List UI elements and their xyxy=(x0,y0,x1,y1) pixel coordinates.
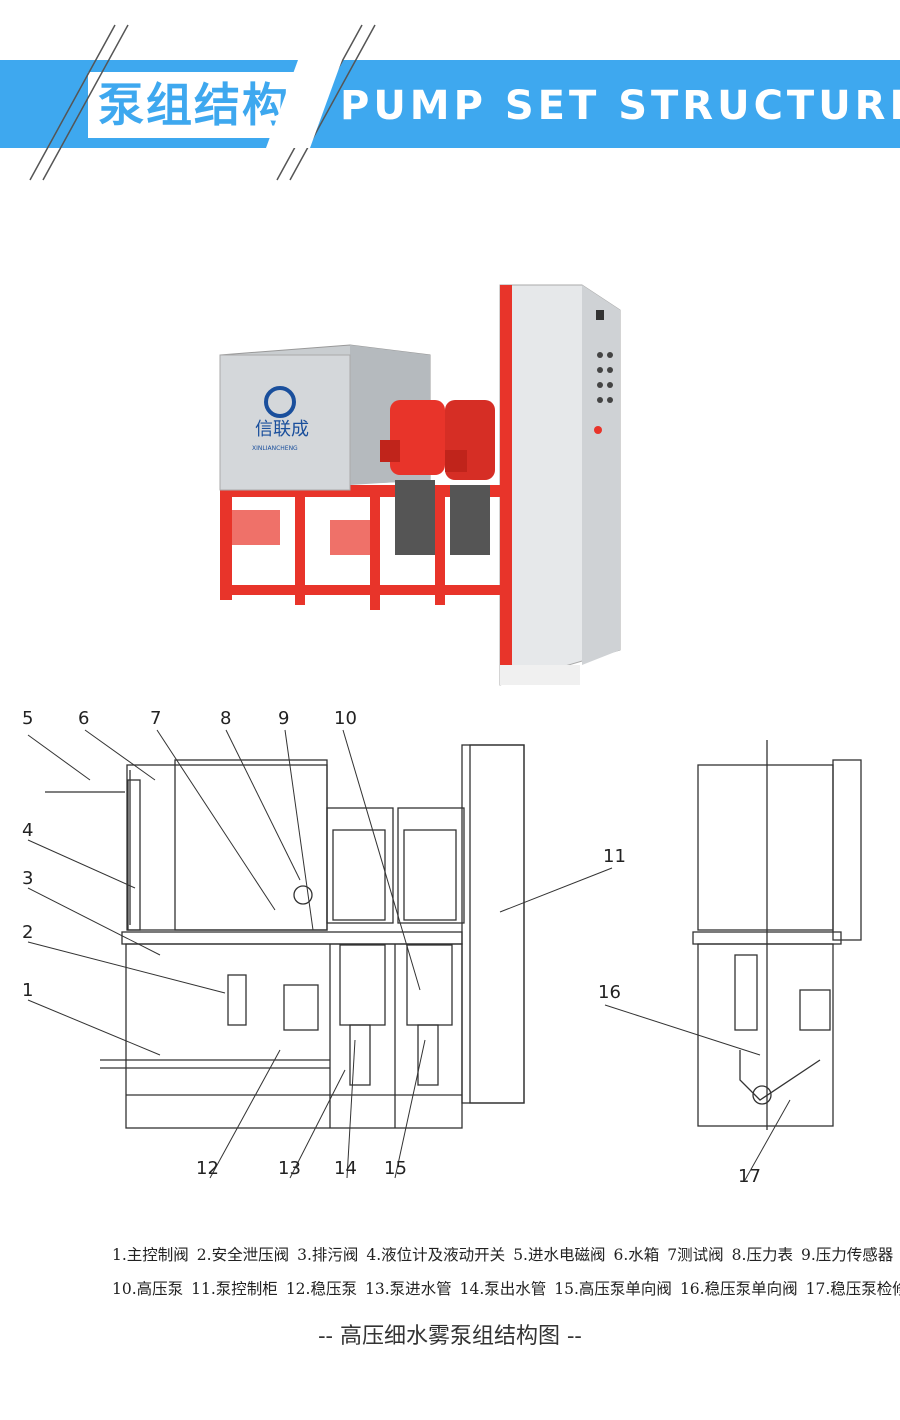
callout-9: 9 xyxy=(278,708,289,729)
parts-legend: 1.主控制阀 2.安全泄压阀 3.排污阀 4.液位计及液动开关 5.进水电磁阀 6.水箱 7… xyxy=(112,1238,900,1306)
header-title-cn: 泵组结构 xyxy=(88,72,300,138)
callout-1: 1 xyxy=(22,980,33,1001)
legend-item: 6.水箱 xyxy=(613,1246,660,1264)
brand-name: 信联成 xyxy=(255,419,309,440)
callout-5: 5 xyxy=(22,708,33,729)
callout-7: 7 xyxy=(150,708,161,729)
callout-12: 12 xyxy=(196,1158,219,1179)
legend-item: 1.主控制阀 xyxy=(112,1246,189,1264)
structure-diagram: 1 2 3 4 5 6 7 8 9 10 11 12 13 14 15 16 1… xyxy=(22,708,862,1187)
callout-8: 8 xyxy=(220,708,231,729)
callout-16: 16 xyxy=(598,982,621,1003)
legend-item: 13.泵进水管 xyxy=(364,1280,452,1298)
legend-item: 12.稳压泵 xyxy=(285,1280,357,1298)
diagram-caption: -- 高压细水雾泵组结构图 -- xyxy=(318,1324,582,1349)
legend-item: 16.稳压泵单向阀 xyxy=(679,1280,798,1298)
high-pressure-pumps xyxy=(380,400,495,555)
callout-15: 15 xyxy=(384,1158,407,1179)
legend-item: 8.压力表 xyxy=(731,1246,793,1264)
legend-item: 3.排污阀 xyxy=(297,1246,359,1264)
header-title-en: PUMP SET STRUCTURE xyxy=(340,83,900,129)
legend-item: 17.稳压泵检修阀 xyxy=(805,1280,900,1298)
legend-item: 5.进水电磁阀 xyxy=(513,1246,606,1264)
callout-17: 17 xyxy=(738,1166,761,1187)
legend-item: 15.高压泵单向阀 xyxy=(554,1280,672,1298)
callout-3: 3 xyxy=(22,868,33,889)
legend-item: 7测试阀 xyxy=(667,1246,724,1264)
callout-10: 10 xyxy=(334,708,357,729)
banner-slashes xyxy=(29,24,376,181)
callout-11: 11 xyxy=(603,846,626,867)
callout-13: 13 xyxy=(278,1158,301,1179)
legend-item: 14.泵出水管 xyxy=(459,1280,547,1298)
legend-item: 10.高压泵 xyxy=(112,1280,184,1298)
callout-14: 14 xyxy=(334,1158,357,1179)
legend-item: 9.压力传感器 xyxy=(800,1246,894,1264)
legend-row-1: 1.主控制阀 2.安全泄压阀 3.排污阀 4.液位计及液动开关 5.进水电磁阀 6.水箱 7… xyxy=(112,1238,893,1272)
brand-logo xyxy=(264,386,296,418)
header-banner: 泵组结构 PUMP SET STRUCTURE xyxy=(0,0,900,190)
legend-item: 2.安全泄压阀 xyxy=(196,1246,290,1264)
callout-4: 4 xyxy=(22,820,33,841)
legend-row-2: 10.高压泵 11.泵控制柜 12.稳压泵 13.泵进水管 14.泵出水管 15.高压泵单… xyxy=(112,1272,900,1306)
callout-6: 6 xyxy=(78,708,89,729)
brand-sub: XINLIANCHENG xyxy=(252,445,298,452)
callout-2: 2 xyxy=(22,922,33,943)
legend-item: 11.泵控制柜 xyxy=(191,1280,278,1298)
pump-set-photo: 信联成 XINLIANCHENG xyxy=(200,270,640,700)
legend-item: 4.液位计及液动开关 xyxy=(366,1246,506,1264)
